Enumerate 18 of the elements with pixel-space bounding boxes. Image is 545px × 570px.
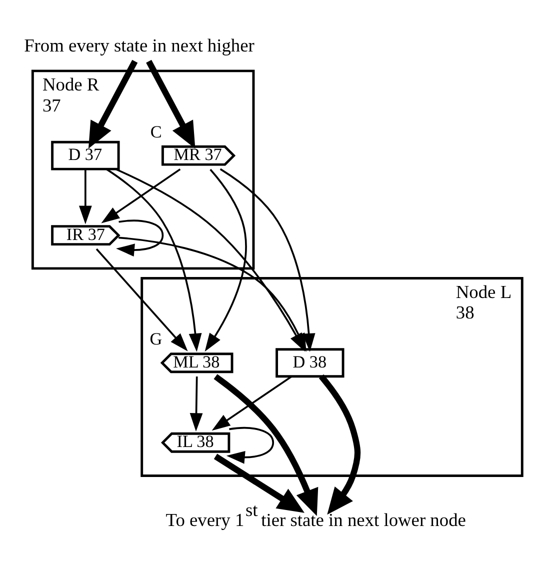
node-label: G (150, 330, 162, 349)
arrow (190, 376, 203, 432)
arrow (78, 169, 92, 224)
arrow (318, 374, 361, 515)
arrow (204, 168, 247, 352)
arrow (106, 168, 202, 352)
arrow (101, 168, 181, 224)
node-box: D 37 (51, 140, 120, 170)
arrow (88, 60, 138, 149)
node-box: D 38 (276, 348, 344, 378)
arrow (212, 376, 292, 431)
arrow (214, 374, 318, 516)
arrow (96, 248, 188, 352)
arrow (146, 60, 196, 149)
node-text: From every state in next higher (24, 35, 254, 56)
arrow (116, 220, 164, 257)
arrow (226, 427, 274, 464)
node-label: C (150, 122, 162, 142)
